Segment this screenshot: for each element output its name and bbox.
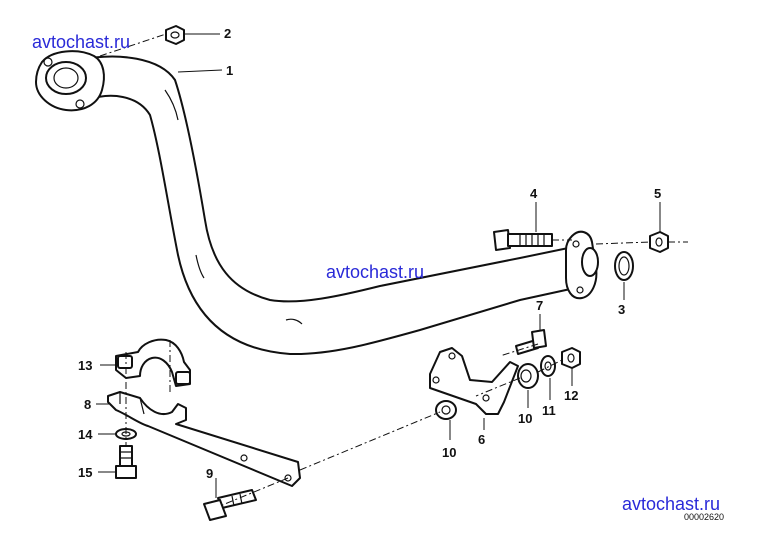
callout-11: 11 bbox=[542, 403, 556, 418]
nut-top[interactable] bbox=[165, 25, 185, 45]
watermark-center: avtochast.ru bbox=[326, 262, 424, 282]
callout-2: 2 bbox=[224, 26, 231, 41]
mounting-bracket[interactable] bbox=[429, 347, 519, 415]
callout-10-left: 10 bbox=[442, 445, 456, 460]
callout-9: 9 bbox=[206, 466, 213, 481]
nut-flange[interactable] bbox=[649, 231, 669, 253]
bolt-7[interactable] bbox=[515, 329, 547, 355]
callout-14: 14 bbox=[78, 427, 93, 442]
pipe-clamp-upper[interactable] bbox=[115, 338, 191, 387]
bolt-9[interactable] bbox=[203, 489, 257, 521]
gasket-ring[interactable] bbox=[614, 251, 634, 281]
callout-6: 6 bbox=[478, 432, 485, 447]
inlet-flange[interactable] bbox=[35, 50, 105, 112]
nut-12[interactable] bbox=[561, 347, 581, 369]
drawing-code: 00002620 bbox=[684, 512, 724, 522]
outlet-flange[interactable] bbox=[565, 230, 599, 300]
bolt-flange[interactable] bbox=[493, 229, 553, 251]
callout-1: 1 bbox=[226, 63, 233, 78]
callout-13: 13 bbox=[78, 358, 92, 373]
exhaust-pipe[interactable] bbox=[77, 55, 579, 356]
bolt-15[interactable] bbox=[115, 445, 137, 479]
washer-11[interactable] bbox=[540, 355, 556, 377]
callout-12: 12 bbox=[564, 388, 578, 403]
rubber-bush-left[interactable] bbox=[435, 400, 457, 420]
callout-8: 8 bbox=[84, 397, 91, 412]
rubber-bush-right[interactable] bbox=[517, 363, 539, 389]
leader-lines bbox=[96, 33, 661, 498]
assembly-lines bbox=[99, 33, 688, 507]
watermark-top-left: avtochast.ru bbox=[32, 32, 130, 52]
callout-3: 3 bbox=[618, 302, 625, 317]
callouts: 2 1 4 5 3 7 13 8 14 15 9 6 10 10 11 12 bbox=[78, 26, 661, 481]
callout-15: 15 bbox=[78, 465, 92, 480]
callout-7: 7 bbox=[536, 298, 543, 313]
callout-10-right: 10 bbox=[518, 411, 532, 426]
callout-5: 5 bbox=[654, 186, 661, 201]
callout-4: 4 bbox=[530, 186, 538, 201]
watermark-bottom-right: avtochast.ru bbox=[622, 494, 720, 514]
